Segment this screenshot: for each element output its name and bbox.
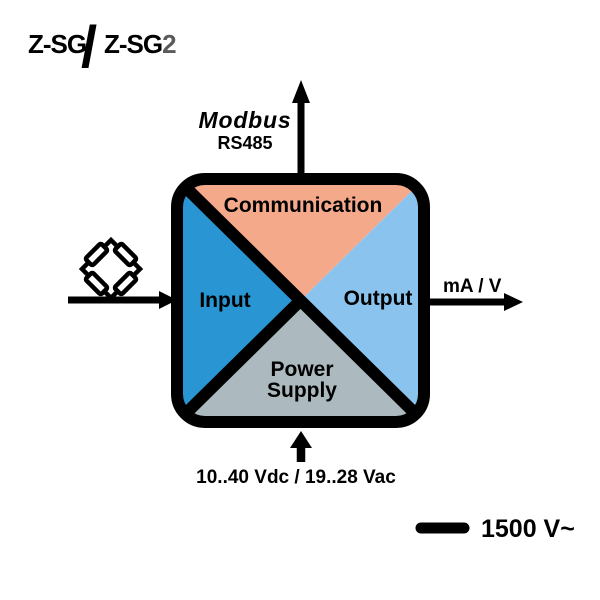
wheatstone-bridge-icon xyxy=(78,236,144,302)
model-2-name: Z-SG xyxy=(104,29,162,59)
input-quadrant xyxy=(177,179,301,422)
communication-label: Communication xyxy=(224,194,383,217)
output-arrow xyxy=(428,293,523,311)
output-signal-label: mA / V xyxy=(443,276,502,297)
page-title-model-1: Z-SG xyxy=(28,29,86,59)
power-label-line2: Supply xyxy=(267,379,337,402)
communication-quadrant xyxy=(177,179,424,301)
input-label: Input xyxy=(199,289,250,312)
output-quadrant xyxy=(300,179,424,422)
model-separator-slash: / xyxy=(81,15,97,80)
output-label: Output xyxy=(344,287,413,310)
isolation-voltage-label: 1500 V~ xyxy=(481,515,575,543)
modbus-arrow xyxy=(292,80,310,174)
model-2-suffix: 2 xyxy=(162,29,176,59)
power-supply-voltage-label: 10..40 Vdc / 19..28 Vac xyxy=(196,467,396,488)
modbus-logo-label: Modbus xyxy=(199,107,292,133)
module-border xyxy=(171,173,430,428)
rs485-label: RS485 xyxy=(217,133,272,153)
input-arrow xyxy=(68,291,177,309)
page-title-model-2: Z-SG2 xyxy=(104,29,176,59)
power-label-line1: Power xyxy=(270,358,333,381)
power-quadrant xyxy=(177,300,424,422)
power-arrow xyxy=(290,431,312,462)
